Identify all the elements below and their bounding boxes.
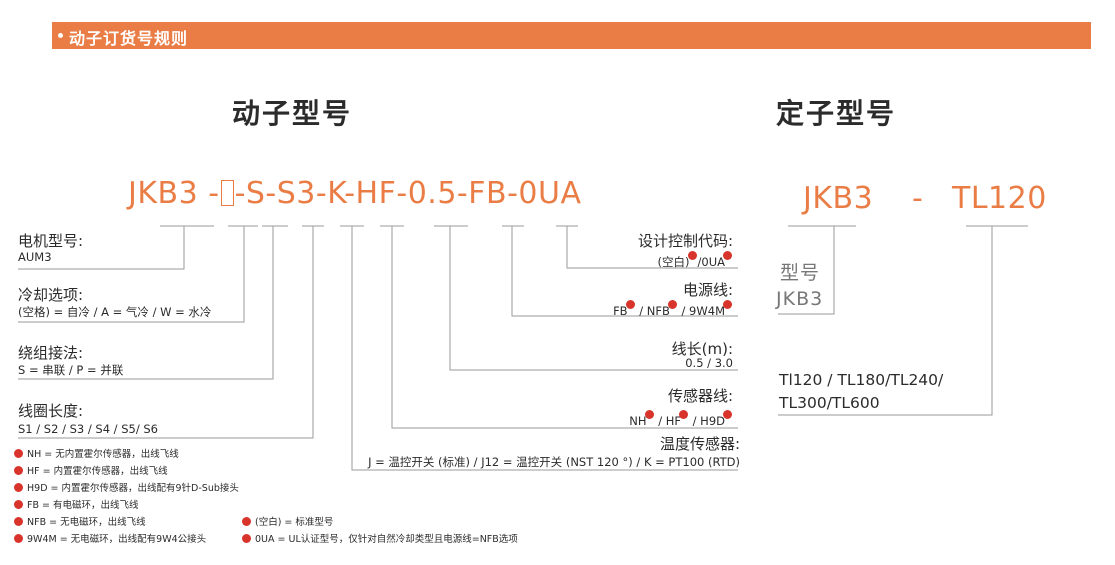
stator-code-dash: - xyxy=(912,181,924,216)
note-6: 9W4M = 无电磁环，出线配有9W4公接头 xyxy=(14,531,206,545)
badge-4-icon xyxy=(14,500,23,509)
label-design-code-title: 设计控制代码: xyxy=(637,232,733,250)
note-2-text: HF = 内置霍尔传感器，出线飞线 xyxy=(27,466,168,477)
leader-stator-model xyxy=(778,226,835,315)
badge-4-icon xyxy=(625,300,635,309)
note-8: 0UA = UL认证型号，仅针对自然冷却类型且电源线=NFB选项 xyxy=(242,531,518,545)
sensor-opt-h9d: / H9D xyxy=(692,414,725,428)
leader-power xyxy=(511,226,738,317)
leader-coil xyxy=(18,226,314,439)
power-opt-nfb: / NFB xyxy=(639,304,670,318)
badge-6-icon xyxy=(14,534,23,543)
badge-7-icon xyxy=(242,517,251,526)
label-coil-length-title: 线圈长度: xyxy=(18,402,84,420)
stator-lengths-line2: TL300/TL600 xyxy=(779,394,880,412)
mover-code-suffix: -S-S3-K-HF-0.5-FB-0UA xyxy=(234,176,582,211)
badge-6-icon xyxy=(723,300,732,309)
label-temp-sensor-title: 温度传感器: xyxy=(659,435,740,453)
note-3-text: H9D = 内置霍尔传感器，出线配有9针D-Sub接头 xyxy=(27,483,239,494)
label-motor-model-title: 电机型号: xyxy=(18,232,84,250)
label-coil-length-value: S1 / S2 / S3 / S4 / S5/ S6 xyxy=(18,422,158,436)
label-sensor-line-title: 传感器线: xyxy=(667,387,733,405)
badge-3-icon xyxy=(14,483,23,492)
label-cooling-title: 冷却选项: xyxy=(18,286,84,304)
badge-8-icon xyxy=(723,251,732,260)
note-1: NH = 无内置霍尔传感器，出线飞线 xyxy=(14,446,179,460)
note-6-text: 9W4M = 无电磁环，出线配有9W4公接头 xyxy=(27,534,207,545)
mover-title: 动子型号 xyxy=(232,97,353,130)
note-7-text: (空白) = 标准型号 xyxy=(255,517,334,528)
note-4: FB = 有电磁环，出线飞线 xyxy=(14,497,138,511)
stator-model-value: JKB3 xyxy=(776,288,824,310)
mover-code: JKB3 - -S-S3-K-HF-0.5-FB-0UA xyxy=(128,176,581,211)
leader-sensor xyxy=(391,226,738,429)
note-5: NFB = 无电磁环，出线飞线 xyxy=(14,514,146,528)
section-title: 动子订货号规则 xyxy=(69,29,189,48)
note-5-text: NFB = 无电磁环，出线飞线 xyxy=(27,517,146,528)
stator-code-right: TL120 xyxy=(952,181,1047,216)
sensor-opt-hf: / HF xyxy=(658,414,681,428)
stator-code-left: JKB3 xyxy=(803,181,874,216)
badge-2-icon xyxy=(678,410,688,419)
badge-8-icon xyxy=(242,534,251,543)
badge-2-icon xyxy=(14,466,23,475)
badge-3-icon xyxy=(723,410,732,419)
label-line-length-value: 0.5 / 3.0 xyxy=(685,356,733,370)
leader-length xyxy=(449,226,738,371)
bullet-icon xyxy=(58,33,63,38)
label-sensor-line-value: NH / HF / H9D xyxy=(629,410,733,428)
sensor-opt-nh: NH xyxy=(629,414,647,428)
label-power-line-value: FB / NFB / 9W4M xyxy=(613,300,733,318)
leader-winding xyxy=(18,226,274,380)
power-opt-9w4m: / 9W4M xyxy=(681,304,725,318)
leader-model xyxy=(18,226,185,270)
design-opt-blank: (空白) xyxy=(657,255,690,269)
label-line-length-title: 线长(m): xyxy=(671,340,733,358)
label-winding-title: 绕组接法: xyxy=(18,344,84,362)
leader-temp xyxy=(351,226,738,471)
badge-1-icon xyxy=(644,410,654,419)
section-header: 动子订货号规则 xyxy=(52,22,1091,49)
leader-stator-length xyxy=(778,226,993,416)
note-1-text: NH = 无内置霍尔传感器，出线飞线 xyxy=(27,449,179,460)
note-8-text: 0UA = UL认证型号，仅针对自然冷却类型且电源线=NFB选项 xyxy=(255,534,518,545)
stator-model-label: 型号 xyxy=(780,262,821,284)
label-design-code-value: (空白) /0UA xyxy=(658,251,733,270)
power-opt-fb: FB xyxy=(613,304,628,318)
badge-7-icon xyxy=(687,251,697,260)
label-power-line-title: 电源线: xyxy=(682,281,733,299)
badge-1-icon xyxy=(14,449,23,458)
note-2: HF = 内置霍尔传感器，出线飞线 xyxy=(14,463,168,477)
badge-5-icon xyxy=(14,517,23,526)
note-4-text: FB = 有电磁环，出线飞线 xyxy=(27,500,139,511)
cooling-placeholder-box xyxy=(220,180,234,206)
design-opt-0ua: /0UA xyxy=(697,255,725,269)
label-winding-value: S = 串联 / P = 并联 xyxy=(18,363,124,377)
badge-5-icon xyxy=(667,300,677,309)
label-cooling-value: (空格) = 自冷 / A = 气冷 / W = 水冷 xyxy=(18,305,212,319)
mover-code-prefix: JKB3 - xyxy=(128,176,220,211)
label-motor-model-value: AUM3 xyxy=(18,250,52,264)
label-temp-sensor-value: J = 温控开关 (标准) / J12 = 温控开关 (NST 120 °) /… xyxy=(368,455,740,469)
note-7: (空白) = 标准型号 xyxy=(242,514,333,528)
note-3: H9D = 内置霍尔传感器，出线配有9针D-Sub接头 xyxy=(14,480,239,494)
stator-lengths-line1: Tl120 / TL180/TL240/ xyxy=(779,371,944,389)
stator-title: 定子型号 xyxy=(776,97,897,130)
leader-cooling xyxy=(18,226,245,323)
leader-design xyxy=(566,226,738,269)
